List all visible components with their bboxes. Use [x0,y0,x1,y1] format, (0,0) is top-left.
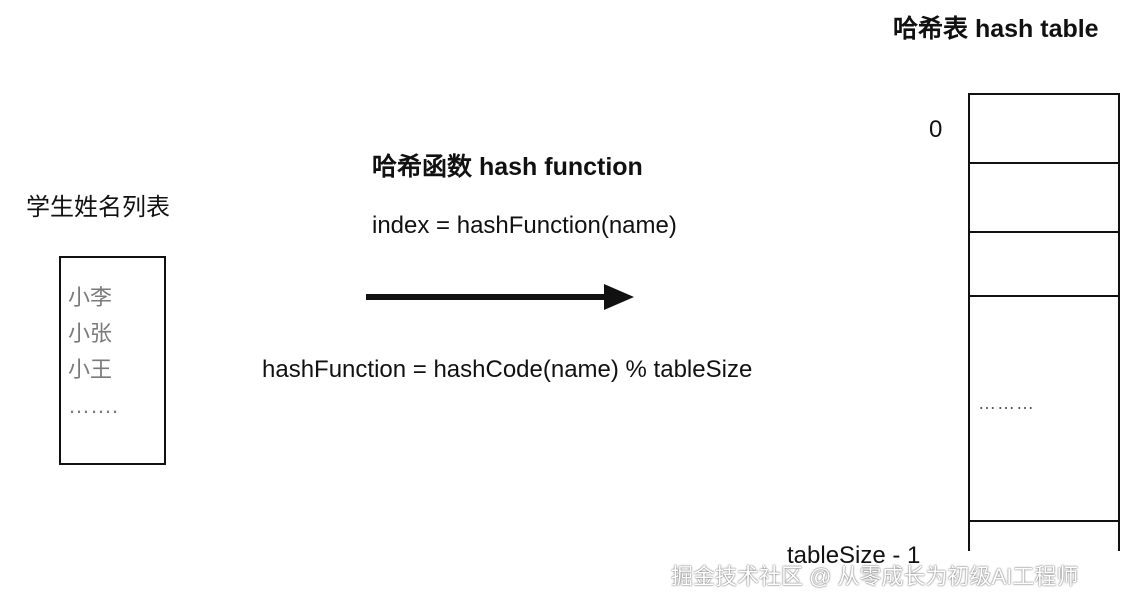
student-list-title: 学生姓名列表 [26,194,170,221]
hash-table: ……… [968,93,1120,551]
watermark: 掘金技术社区 @ 从零成长为初级AI工程师 [671,564,1079,589]
hash-function-title: 哈希函数 hash function [372,153,643,181]
table-slot-divider [970,162,1118,164]
student-list-item: 小张 [68,321,113,346]
table-slot-divider [970,231,1118,233]
first-index-label: 0 [929,116,943,143]
student-list-item: 小王 [68,357,113,382]
table-slot-divider [970,295,1118,297]
last-index-label: tableSize - 1 [787,542,921,569]
hash-table-title: 哈希表 hash table [893,15,1099,43]
student-list-ellipsis: ……. [68,393,119,418]
table-ellipsis: ……… [978,393,1035,413]
student-list: 小李 小张 小王 ……. [68,280,118,424]
arrow-head [604,284,634,310]
student-list-box: 小李 小张 小王 ……. [59,256,166,465]
table-slot-divider [970,520,1118,522]
hash-function-definition: hashFunction = hashCode(name) % tableSiz… [262,356,753,383]
mapping-arrow-icon [366,284,634,310]
student-list-item: 小李 [68,285,113,310]
index-formula: index = hashFunction(name) [372,212,677,239]
